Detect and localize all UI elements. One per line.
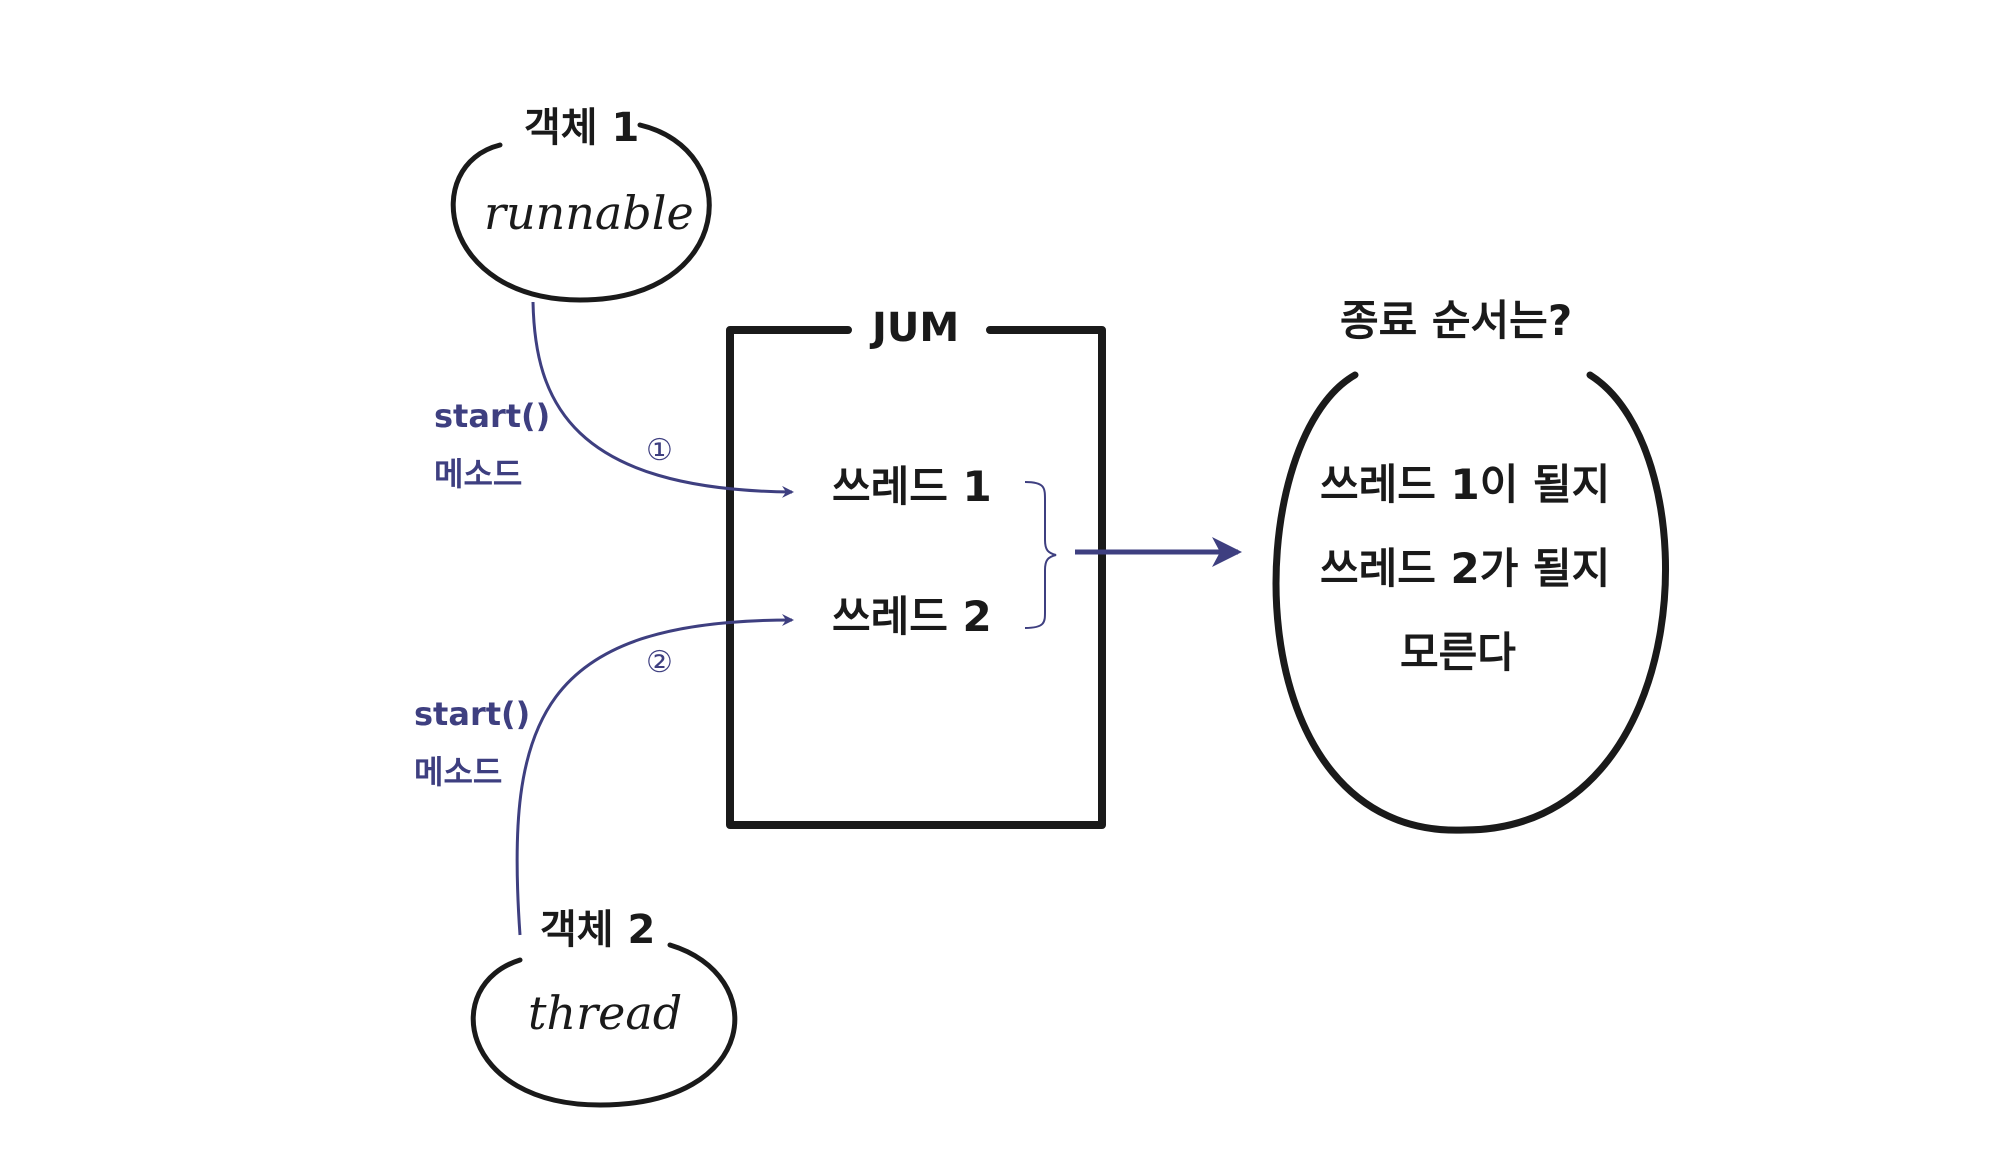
object1-ellipse [450, 122, 712, 303]
result-line-2: 쓰레드 2가 될지 [1320, 544, 1611, 593]
call1-number: ① [646, 433, 673, 468]
thread-brace [1024, 481, 1057, 629]
result-line-1: 쓰레드 1이 될지 [1320, 460, 1611, 509]
result-line-3: 모른다 [1400, 628, 1516, 677]
object2-ellipse [470, 942, 738, 1108]
object2-body: thread [528, 986, 683, 1040]
call2-method: start() [414, 695, 531, 733]
call2-method-sub: 메소드 [414, 753, 503, 791]
call2-number: ② [646, 645, 673, 680]
result-ellipse [1272, 371, 1669, 834]
call1-method: start() [434, 397, 551, 435]
arrow-object1-to-thread1 [531, 301, 794, 498]
object2-title: 객체 2 [540, 907, 656, 953]
jvm-thread-2: 쓰레드 2 [832, 592, 992, 641]
call1-method-sub: 메소드 [434, 455, 523, 493]
jvm-box [726, 326, 1106, 829]
jvm-thread-1: 쓰레드 1 [832, 462, 992, 511]
object1-title: 객체 1 [524, 105, 640, 151]
jvm-title: JUM [872, 305, 960, 351]
arrow-object2-to-thread2 [515, 614, 794, 936]
result-question: 종료 순서는? [1340, 296, 1573, 345]
object1-body: runnable [484, 186, 694, 240]
